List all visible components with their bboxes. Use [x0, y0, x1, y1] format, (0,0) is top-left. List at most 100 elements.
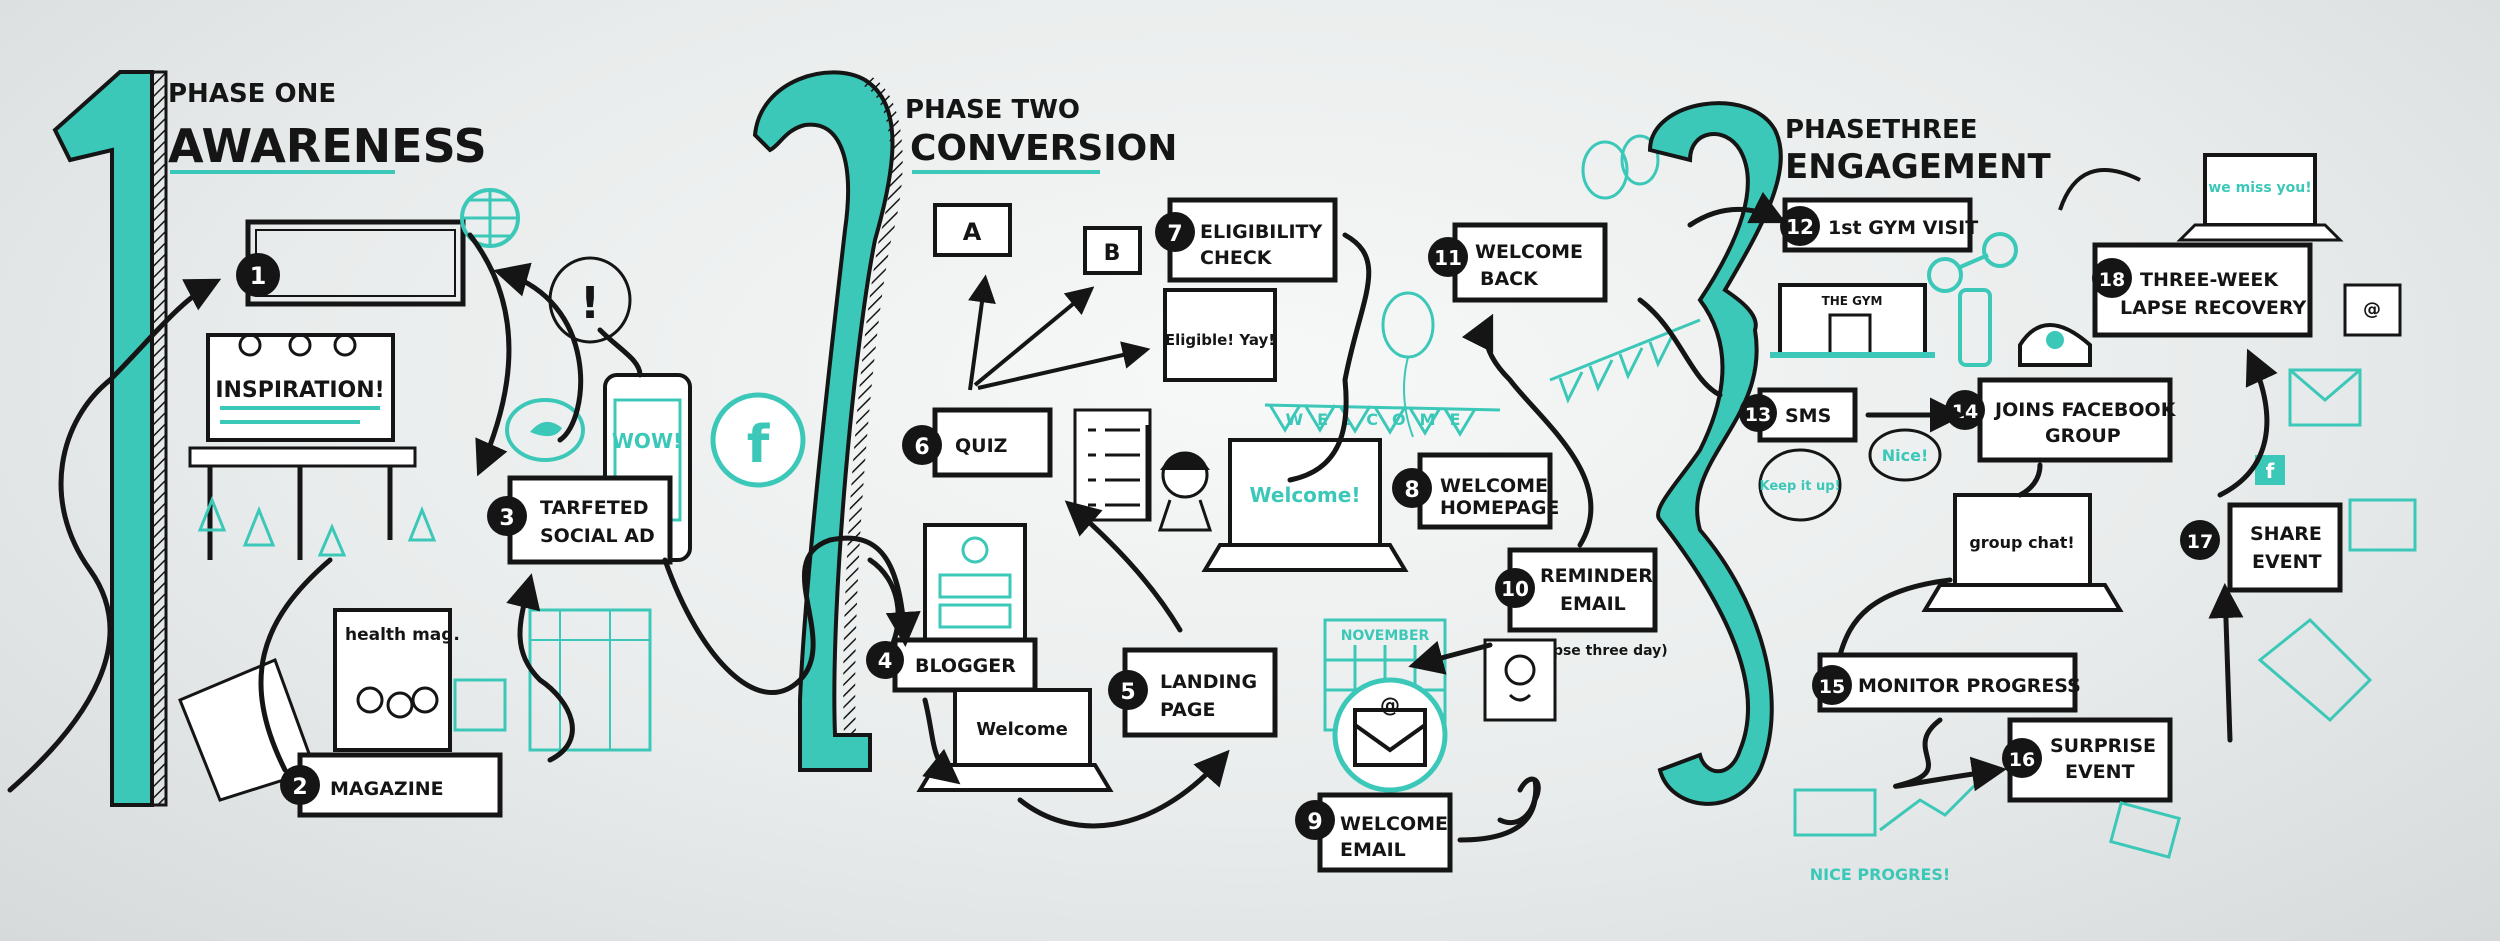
- step-12-badge: 12: [1780, 206, 1820, 246]
- step-4-label: BLOGGER: [915, 655, 1016, 677]
- banner-text: WELCOME: [1286, 410, 1475, 429]
- svg-text:17: 17: [2187, 531, 2213, 553]
- step-9-label: WELCOME: [1340, 813, 1448, 835]
- step-3-label-2: SOCIAL AD: [540, 525, 655, 547]
- nice-text: Nice!: [1882, 446, 1929, 465]
- step-2-label: MAGAZINE: [330, 778, 444, 800]
- phase-three-kicker: PHASETHREE: [1785, 115, 1977, 145]
- magazine-illustration: [178, 608, 652, 802]
- svg-text:8: 8: [1404, 478, 1419, 503]
- step-12-label: 1st GYM VISIT: [1828, 217, 1978, 239]
- box-b: [1083, 226, 1142, 275]
- laptop-welcome-text: Welcome!: [1250, 483, 1361, 507]
- phone-text: WOW!: [612, 429, 682, 453]
- svg-text:4: 4: [878, 649, 893, 673]
- step-8-badge: 8: [1392, 468, 1432, 508]
- step-6-label: QUIZ: [955, 435, 1007, 457]
- gym-sign-text: THE GYM: [1822, 294, 1883, 308]
- phase-two-numeral: [752, 70, 903, 772]
- svg-text:!: !: [580, 278, 600, 329]
- step-16-label: SURPRISE: [2050, 735, 2156, 757]
- svg-text:11: 11: [1434, 246, 1462, 270]
- step-18-label: THREE-WEEK: [2140, 269, 2279, 291]
- svg-text:6: 6: [914, 435, 929, 460]
- laptop-illustration: [1201, 438, 1409, 572]
- step-7-label: ELIGIBILITY: [1200, 221, 1323, 243]
- svg-text:2: 2: [292, 775, 307, 800]
- group-chat-text: group chat!: [1969, 533, 2074, 552]
- telephone-icon: [2018, 168, 2141, 367]
- svg-text:12: 12: [1786, 215, 1814, 239]
- progress-chart-illustration: [1793, 773, 1987, 837]
- svg-text:9: 9: [1307, 810, 1322, 835]
- step-7-badge: 7: [1155, 212, 1195, 252]
- ab-test-arrows: [968, 274, 1151, 391]
- step-11-card: [1452, 222, 1608, 303]
- svg-text:18: 18: [2099, 269, 2125, 291]
- keep-it-up-text: Keep it up!: [1760, 479, 1841, 494]
- nice-progress-text: NICE PROGRES!: [1810, 865, 1950, 884]
- phase-two-flow-arrows: [662, 232, 1594, 843]
- svg-text:3: 3: [499, 506, 514, 531]
- invite-card-illustration: [2109, 498, 2417, 859]
- twitter-bubble-icon: [505, 398, 585, 462]
- step-2-card: [297, 752, 503, 818]
- step-2-badge: 2: [280, 765, 320, 805]
- step-8-label: WELCOME: [1440, 475, 1548, 497]
- eligible-text: Eligible! Yay!: [1165, 331, 1275, 349]
- phase-two-title: CONVERSION: [910, 128, 1177, 169]
- svg-text:10: 10: [1501, 577, 1529, 601]
- phase-one-title: AWARENESS: [168, 119, 487, 173]
- step-8-label-2: HOMEPAGE: [1440, 497, 1559, 519]
- step-3-badge: 3: [487, 496, 527, 536]
- phase-three-flow-arrows: [1637, 191, 2278, 792]
- phase-one-kicker: PHASE ONE: [168, 79, 336, 109]
- checklist-illustration: [1073, 408, 1152, 522]
- svg-text:@: @: [2363, 299, 2381, 320]
- step-1-card: [245, 219, 466, 307]
- step-16-badge: 16: [2002, 738, 2042, 778]
- welcome-banner: [1264, 403, 1501, 437]
- step-16-label-2: EVENT: [2065, 761, 2135, 783]
- step-9-badge: 9: [1295, 800, 1335, 840]
- step-5-badge: 5: [1108, 670, 1148, 710]
- step-13-label: SMS: [1785, 405, 1831, 427]
- water-bottle-icon: [1958, 288, 1992, 367]
- svg-text:5: 5: [1120, 680, 1135, 705]
- step-11-label-2: BACK: [1480, 268, 1539, 290]
- step-15-badge: 15: [1812, 665, 1852, 705]
- step-17-card: [2227, 502, 2343, 593]
- phase-three-numeral: [1647, 101, 1783, 806]
- phase-two-kicker: PHASE TWO: [905, 95, 1080, 125]
- billboard-text: INSPIRATION!: [215, 378, 384, 403]
- miss-you-laptop: [2176, 153, 2344, 242]
- dumbbell-icon: [1927, 232, 2018, 293]
- step-11-badge: 11: [1428, 237, 1468, 277]
- email-envelope-icon: @: [1332, 677, 1448, 793]
- party-balloons-icon: [1549, 134, 1701, 404]
- keep-it-up-bubble: [1758, 448, 1842, 522]
- box-b-text: B: [1104, 241, 1121, 266]
- step-14-card: [1977, 377, 2173, 463]
- step-18-label-2: LAPSE RECOVERY: [2120, 297, 2306, 319]
- svg-text:16: 16: [2009, 749, 2035, 771]
- step-7-label-2: CHECK: [1200, 247, 1273, 269]
- envelope-icon-right: @: [2343, 283, 2402, 337]
- step-9-card: [1317, 792, 1453, 873]
- svg-text:1: 1: [250, 262, 267, 290]
- step-13-badge: 13: [1739, 394, 1777, 432]
- svg-text:f: f: [747, 415, 771, 475]
- step-18-card: [2092, 242, 2313, 338]
- lapse-note: (lapse three day): [1532, 643, 1667, 659]
- step-5-label: LANDING: [1160, 671, 1257, 693]
- step-3-card: [507, 475, 673, 565]
- step-14-label-2: GROUP: [2045, 425, 2121, 447]
- miss-you-text: we miss you!: [2208, 180, 2311, 196]
- teal-envelope-icon: [2288, 368, 2362, 427]
- phase-three-title: ENGAGEMENT: [1785, 147, 2052, 187]
- blog-page-illustration: [923, 523, 1027, 642]
- step-9-label-2: EMAIL: [1340, 839, 1406, 861]
- step-8-card: [1417, 452, 1553, 530]
- step-14-badge: 14: [1945, 390, 1985, 430]
